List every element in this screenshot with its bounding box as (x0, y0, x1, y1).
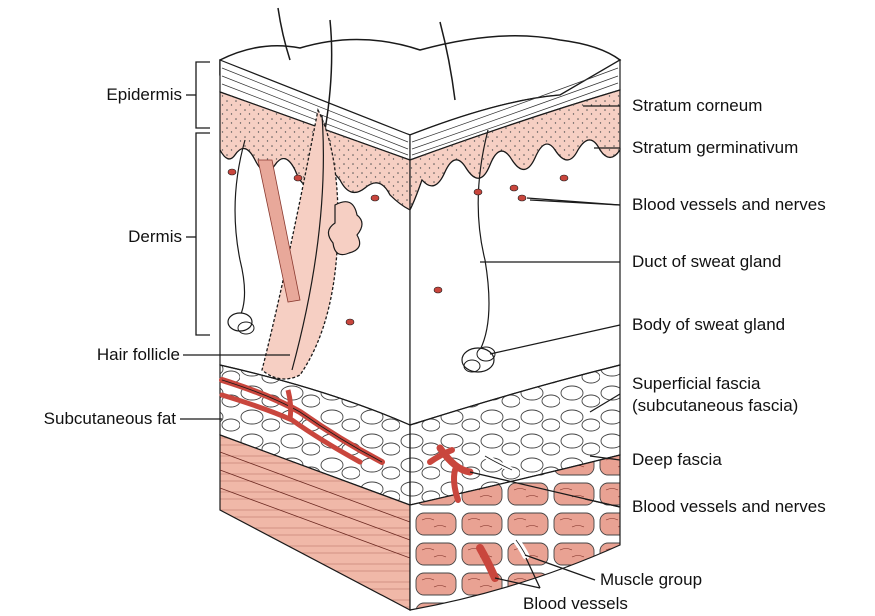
dermis-bracket (186, 133, 210, 335)
label-body-sweat-gland: Body of sweat gland (632, 315, 785, 335)
epidermis-bracket (186, 62, 210, 128)
label-duct-sweat-gland: Duct of sweat gland (632, 252, 781, 272)
label-stratum-germinativum: Stratum germinativum (632, 138, 798, 158)
label-blood-vessels-nerves-bottom: Blood vessels and nerves (632, 497, 826, 517)
label-blood-vessels-nerves-top: Blood vessels and nerves (632, 195, 826, 215)
label-dermis: Dermis (82, 227, 182, 247)
label-subcutaneous-fat: Subcutaneous fat (6, 409, 176, 429)
label-deep-fascia: Deep fascia (632, 450, 722, 470)
label-blood-vessels: Blood vessels (523, 594, 628, 614)
label-muscle-group: Muscle group (600, 570, 702, 590)
label-hair-follicle: Hair follicle (40, 345, 180, 365)
label-epidermis: Epidermis (82, 85, 182, 105)
label-stratum-corneum: Stratum corneum (632, 96, 762, 116)
label-subcutaneous-fascia: (subcutaneous fascia) (632, 396, 798, 416)
label-superficial-fascia: Superficial fascia (632, 374, 761, 394)
